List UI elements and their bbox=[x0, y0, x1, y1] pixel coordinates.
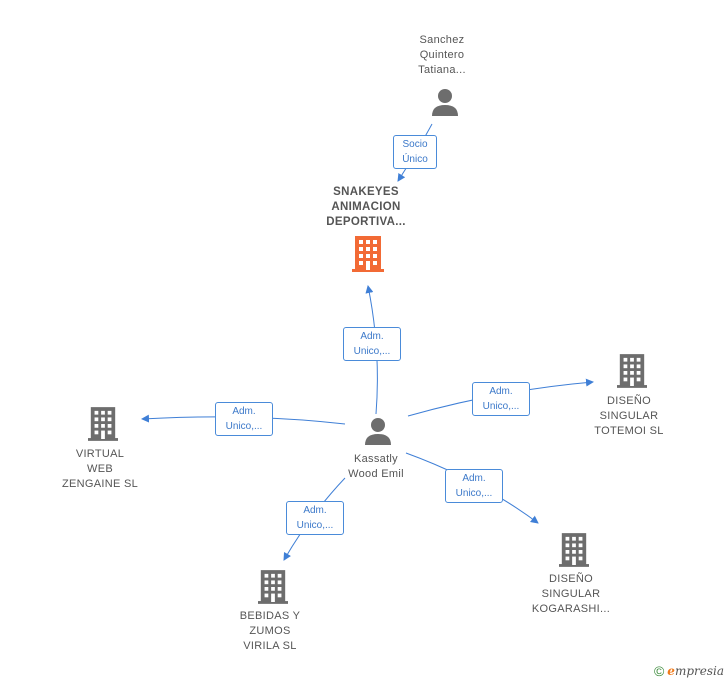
brand-logo-initial: e bbox=[667, 664, 675, 678]
edge-label-adm-kogarashi[interactable]: Adm. Unico,... bbox=[445, 469, 503, 503]
building-icon[interactable] bbox=[88, 407, 118, 441]
copyright-symbol: © bbox=[653, 663, 665, 679]
edge-label-adm-totemoi[interactable]: Adm. Unico,... bbox=[472, 382, 530, 416]
brand-logo-text: mpresia bbox=[674, 664, 724, 678]
building-icon[interactable] bbox=[617, 354, 647, 388]
brand-footer: © empresia bbox=[654, 663, 724, 679]
person-icon[interactable] bbox=[363, 416, 393, 446]
node-label-kogarashi: DISEÑO SINGULAR KOGARASHI... bbox=[531, 573, 611, 615]
node-label-kassatly: Kassatly Wood Emil bbox=[348, 453, 404, 480]
edge-label-socio[interactable]: Socio Único bbox=[393, 135, 437, 169]
building-icon[interactable] bbox=[559, 533, 589, 567]
edge-label-adm-bebidas[interactable]: Adm. Unico,... bbox=[286, 501, 344, 535]
person-icon[interactable] bbox=[430, 87, 460, 117]
brand-logo[interactable]: empresia bbox=[667, 664, 724, 678]
building-icon[interactable] bbox=[258, 570, 288, 604]
node-label-virtual: VIRTUAL WEB ZENGAINE SL bbox=[61, 448, 139, 490]
node-label-sanchez: Sanchez Quintero Tatiana... bbox=[418, 34, 466, 76]
node-label-totemoi: DISEÑO SINGULAR TOTEMOI SL bbox=[594, 395, 664, 437]
edge-label-adm-snakeyes[interactable]: Adm. Unico,... bbox=[343, 327, 401, 361]
building-icon-main[interactable] bbox=[352, 236, 384, 272]
edge-label-adm-virtual[interactable]: Adm. Unico,... bbox=[215, 402, 273, 436]
node-label-bebidas: BEBIDAS Y ZUMOS VIRILA SL bbox=[239, 610, 301, 652]
node-label-snakeyes: SNAKEYES ANIMACION DEPORTIVA... bbox=[326, 186, 406, 228]
